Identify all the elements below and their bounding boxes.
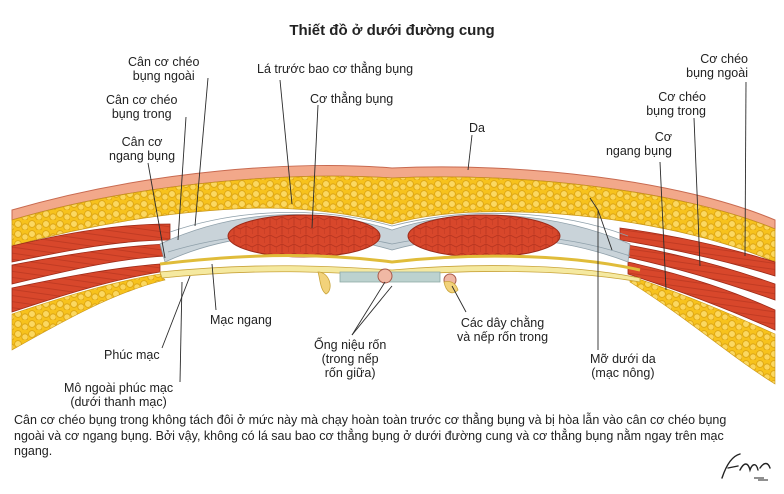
label-peritoneum: Phúc mạc — [104, 348, 160, 362]
deep-fat-left — [11, 273, 166, 351]
subcutaneous-fat-layer — [11, 175, 776, 263]
median-umbilical-fold — [317, 271, 331, 295]
deep-fat-right — [629, 275, 776, 385]
label-extraperitoneal-tissue: Mô ngoài phúc mạc(dưới thanh mạc) — [64, 381, 174, 409]
rectus-abdominis-right — [407, 214, 561, 258]
label-transversalis-fascia: Mạc ngang — [210, 313, 272, 327]
transversus-right — [627, 261, 776, 331]
transversalis-fascia — [159, 254, 641, 272]
netter-signature — [721, 453, 771, 481]
leader-lines — [147, 77, 747, 383]
label-skin: Da — [469, 121, 485, 135]
figure-caption: Cân cơ chéo bụng trong không tách đôi ở … — [14, 413, 727, 458]
urachus — [377, 268, 393, 284]
label-anterior-rectus-sheath: Lá trước bao cơ thẳng bụng — [257, 62, 414, 76]
label-rectus-abdominis: Cơ thẳng bụng — [310, 92, 394, 106]
rectus-abdominis-left — [227, 214, 381, 258]
label-subcutaneous-fat: Mỡ dưới da(mạc nông) — [590, 352, 656, 380]
diagram-title: Thiết đồ ở dưới đường cung — [289, 22, 495, 39]
